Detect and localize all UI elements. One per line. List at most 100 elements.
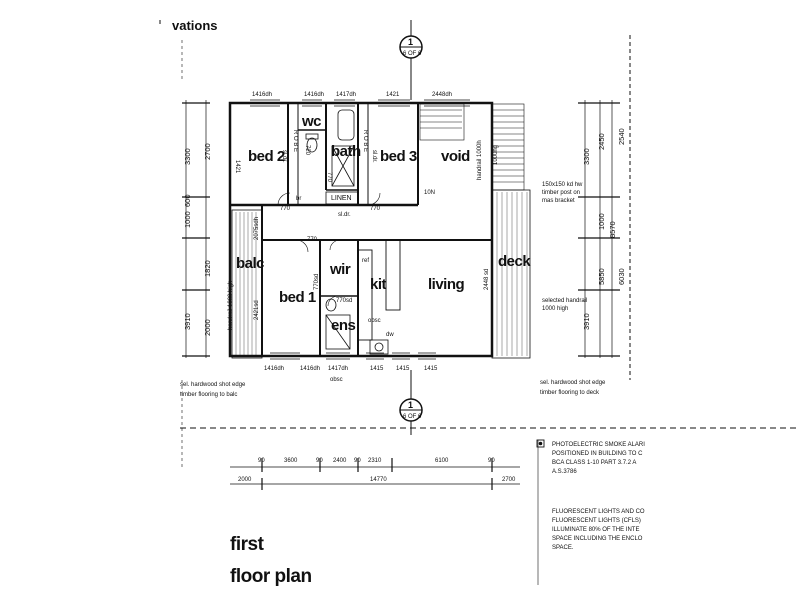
ens-door: 770sd bbox=[336, 298, 352, 304]
dim-right-8570: 8570 bbox=[608, 221, 617, 238]
dim-left-600: 600 bbox=[183, 194, 192, 207]
deck-floor-note-2: timber flooring to deck bbox=[540, 390, 600, 396]
dim-bottom: 2400 bbox=[333, 458, 347, 464]
dim-bottom: 90 bbox=[354, 458, 361, 464]
dim-left-3910: 3910 bbox=[183, 313, 192, 330]
window-label: 2448dh bbox=[432, 92, 452, 98]
handrail-side: 1000hg bbox=[493, 145, 499, 165]
top-windows bbox=[250, 99, 470, 107]
balc-handrail-note: handrail 1000 high bbox=[228, 281, 234, 330]
room-kit: kit bbox=[370, 276, 387, 293]
door-2421: 2421sd bbox=[254, 300, 260, 320]
smoke-alarm-legend: PHOTOELECTRIC SMOKE ALARI POSITIONED IN … bbox=[536, 439, 645, 475]
legend-line: PHOTOELECTRIC SMOKE ALARI bbox=[552, 442, 645, 448]
dim-bottom-main: 2700 bbox=[502, 477, 516, 483]
legend-line: FLUORESCENT LIGHTS (CFLS) bbox=[552, 518, 641, 524]
door-720: 720 bbox=[304, 145, 310, 156]
dim-bottom: 6100 bbox=[435, 458, 449, 464]
br-label: br bbox=[296, 196, 301, 202]
room-ens: ens bbox=[331, 317, 356, 334]
window-label: 1415 bbox=[396, 366, 410, 372]
dim-right-3910: 3910 bbox=[582, 313, 591, 330]
door-2448: 2448 sd bbox=[484, 269, 490, 290]
window-label: obsc bbox=[330, 377, 343, 383]
svg-text:1: 1 bbox=[408, 37, 413, 47]
room-wc: wc bbox=[301, 113, 321, 130]
door-770: 770 bbox=[307, 237, 318, 243]
linen-label: LINEN bbox=[331, 195, 352, 202]
svg-text:1: 1 bbox=[408, 400, 413, 410]
dim-bottom: 90 bbox=[488, 458, 495, 464]
legend-line: SPACE INCLUDING THE ENCLO bbox=[552, 536, 643, 542]
legend-line: BCA CLASS 1-10 PART 3.7.2 A bbox=[552, 460, 636, 466]
building-walls bbox=[228, 101, 494, 358]
legend-line: A.S.3786 bbox=[552, 469, 577, 475]
dim-left-3300: 3300 bbox=[183, 148, 192, 165]
svg-text:6 OF 6: 6 OF 6 bbox=[403, 414, 422, 420]
room-balc: balc bbox=[236, 255, 264, 272]
dw-label: dw bbox=[386, 332, 394, 338]
window-label: 1417dh bbox=[328, 366, 348, 372]
room-deck: deck bbox=[498, 253, 531, 270]
wir-door: 770sd bbox=[314, 274, 320, 290]
dim-bottom-main: 2000 bbox=[238, 477, 252, 483]
dim-right-5850: 5850 bbox=[597, 268, 606, 285]
smoke-alarm-icon bbox=[536, 439, 545, 448]
lights-legend: FLUORESCENT LIGHTS AND CO FLUORESCENT LI… bbox=[552, 509, 645, 551]
dim-right-1000: 1000 bbox=[597, 213, 606, 230]
handrail-void: handrail 1000h bbox=[477, 140, 483, 180]
obsc-label: obsc bbox=[368, 318, 381, 324]
elevations-heading: vations bbox=[172, 18, 218, 33]
dim-right-2450: 2450 bbox=[597, 133, 606, 150]
plan-title-line-1: first bbox=[230, 534, 265, 555]
room-living: living bbox=[428, 276, 465, 293]
window-label: 1416dh bbox=[304, 92, 324, 98]
dim-left-2700: 2700 bbox=[203, 143, 212, 160]
linen-cupboard bbox=[325, 191, 359, 205]
window-label: 1417dh bbox=[336, 92, 356, 98]
sl-dr-label: sl.dr. bbox=[371, 150, 377, 163]
plan-title-line-2: floor plan bbox=[230, 566, 312, 587]
deck-hatch bbox=[491, 189, 531, 359]
door-770: 770 bbox=[370, 206, 381, 212]
window-label: 1415 bbox=[370, 366, 384, 372]
room-bed-2: bed 2 bbox=[248, 148, 285, 165]
bottom-windows bbox=[270, 352, 436, 360]
window-label: 1416dh bbox=[264, 366, 284, 372]
bottom-dimensions bbox=[230, 458, 520, 490]
room-bed-1: bed 1 bbox=[279, 289, 316, 306]
robe-label-2: R O B E bbox=[362, 130, 368, 152]
legend-line: FLUORESCENT LIGHTS AND CO bbox=[552, 509, 645, 515]
handrail-note: 10N bbox=[424, 190, 435, 196]
left-dimensions bbox=[182, 100, 210, 358]
legend-line: POSITIONED IN BUILDING TO C bbox=[552, 451, 643, 457]
legend-line: ILLUMINATE 80% OF THE INTE bbox=[552, 527, 639, 533]
dim-right-3300: 3300 bbox=[582, 148, 591, 165]
door-770: 770 bbox=[280, 206, 291, 212]
dim-bottom: 3600 bbox=[284, 458, 298, 464]
dim-right-6030: 6030 bbox=[617, 268, 626, 285]
dim-bottom: 90 bbox=[316, 458, 323, 464]
robe-label-1: R O B E bbox=[292, 130, 298, 152]
window-label: 1416dh bbox=[252, 92, 272, 98]
dim-left-2000: 2000 bbox=[203, 319, 212, 336]
ref-label: ref bbox=[362, 258, 369, 264]
section-marker-bottom: 1 6 OF 6 bbox=[399, 370, 423, 435]
dim-left-1000: 1000 bbox=[183, 211, 192, 228]
dim-left-1820: 1820 bbox=[203, 260, 212, 277]
room-void: void bbox=[441, 148, 470, 165]
legend-line: SPACE. bbox=[552, 545, 574, 551]
dim-1421: 1421 bbox=[234, 160, 240, 174]
room-bed-3: bed 3 bbox=[380, 148, 417, 165]
door-770: 770 bbox=[326, 172, 332, 183]
kitchen-bench bbox=[357, 239, 401, 341]
dim-bottom: 90 bbox=[258, 458, 265, 464]
sl-dr-label: sl.dr. bbox=[338, 212, 351, 218]
svg-text:6 OF 6: 6 OF 6 bbox=[403, 51, 422, 57]
deck-floor-note: sel. hardwood shot edge bbox=[540, 380, 606, 386]
staircase bbox=[419, 103, 525, 191]
sl-dr-label: sl.dr. bbox=[281, 150, 287, 163]
